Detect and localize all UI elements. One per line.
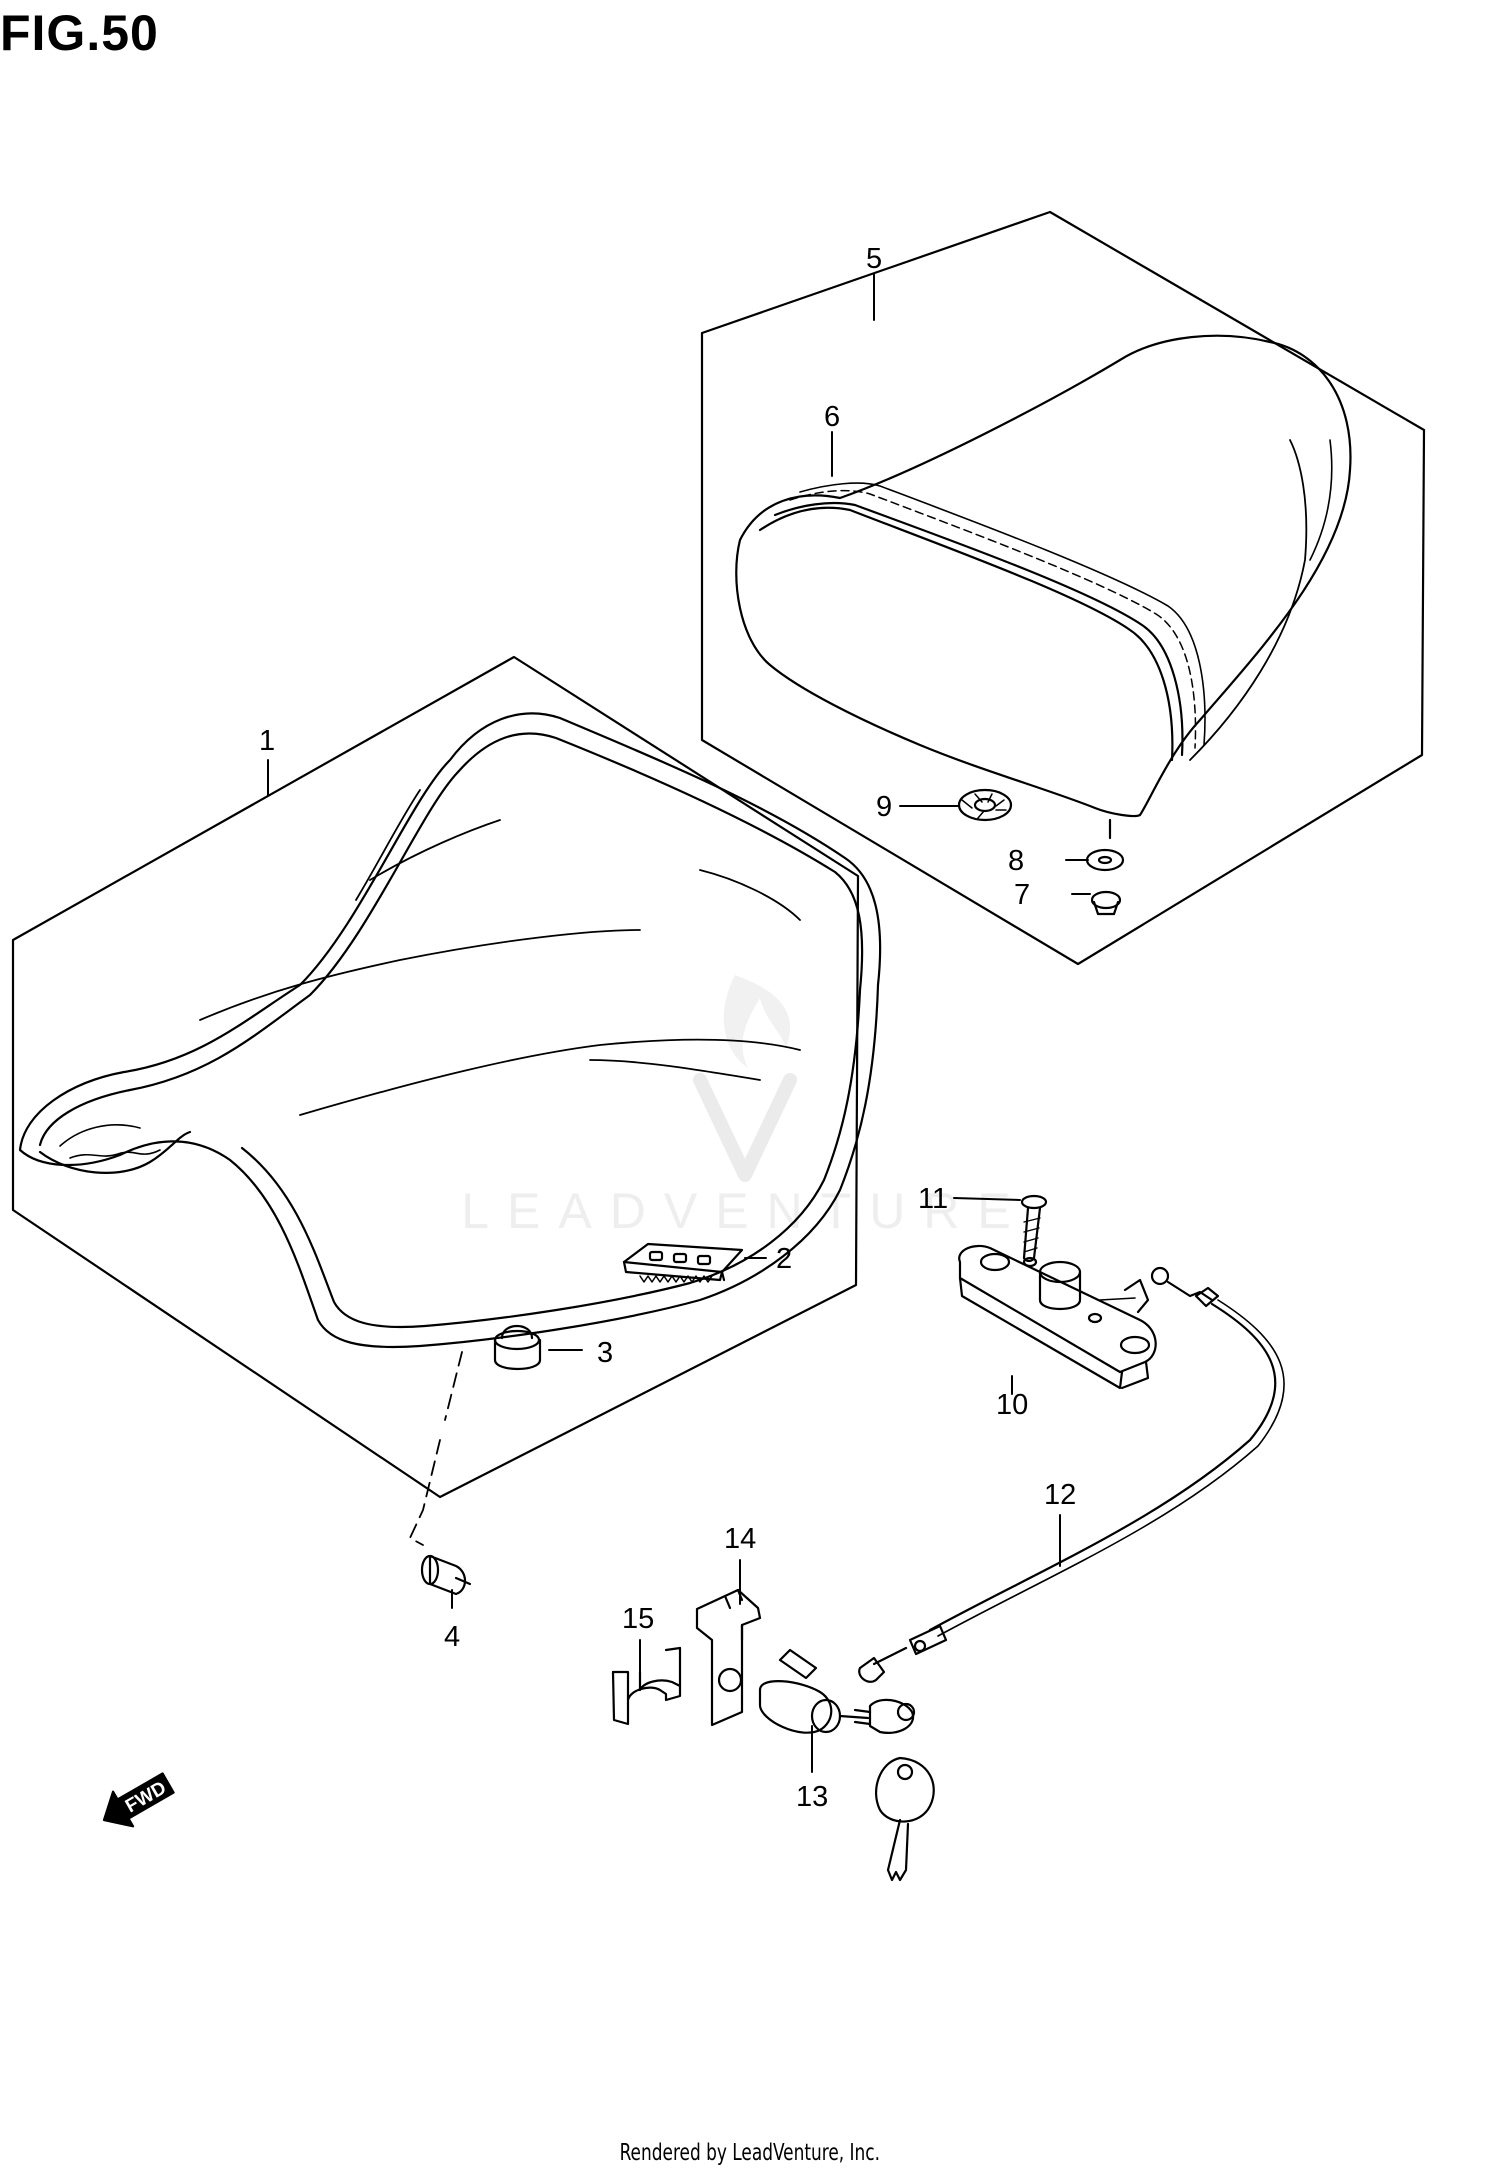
part-12-cable (858, 1266, 1285, 1683)
callout-labels: 1 2 3 4 5 6 7 8 9 10 11 12 13 14 15 (259, 243, 1076, 1813)
callout-10: 10 (996, 1389, 1028, 1421)
part-7-nut (1090, 890, 1122, 916)
callout-13: 13 (796, 1781, 828, 1813)
footer-credit: Rendered by LeadVenture, Inc. (0, 2140, 1500, 2166)
part-3-rubber-cushion (493, 1324, 542, 1370)
callout-2: 2 (776, 1243, 792, 1275)
watermark-text: LEADVENTURE (461, 1183, 1029, 1239)
front-seat (18, 712, 882, 1349)
callout-5: 5 (866, 243, 882, 275)
pillion-assembly-box (700, 210, 1426, 966)
fwd-direction-arrow: FWD (102, 1772, 175, 1828)
callout-6: 6 (824, 401, 840, 433)
figure-title: FIG.50 (0, 5, 159, 61)
callout-3: 3 (597, 1337, 613, 1369)
part-15-clip (611, 1646, 682, 1726)
part-2-cushion-strip (622, 1242, 744, 1283)
part-4-bolt (420, 1554, 472, 1596)
callout-11: 11 (918, 1183, 948, 1215)
callout-15: 15 (622, 1603, 654, 1635)
part-13-key-lock (758, 1648, 935, 1882)
seat-bolt-line (409, 1351, 463, 1546)
part-8-washer (1085, 818, 1125, 872)
callout-4: 4 (444, 1621, 460, 1653)
seat-assembly-box (11, 655, 860, 1499)
callout-12: 12 (1044, 1479, 1076, 1511)
watermark: LEADVENTURE (461, 975, 1029, 1239)
pillion-seat (735, 334, 1352, 818)
part-10-lock-bracket (958, 1244, 1157, 1390)
callout-7: 7 (1014, 879, 1030, 911)
callout-9: 9 (876, 791, 892, 823)
part-11-screw (1020, 1194, 1048, 1263)
part-14-bracket (695, 1588, 762, 1727)
footer-text: Rendered by LeadVenture, Inc. (619, 2140, 881, 2166)
callout-1: 1 (259, 725, 275, 757)
callout-14: 14 (724, 1523, 756, 1555)
leader-lines (267, 273, 1091, 1773)
callout-8: 8 (1008, 845, 1024, 877)
part-9-grommet (957, 788, 1013, 822)
